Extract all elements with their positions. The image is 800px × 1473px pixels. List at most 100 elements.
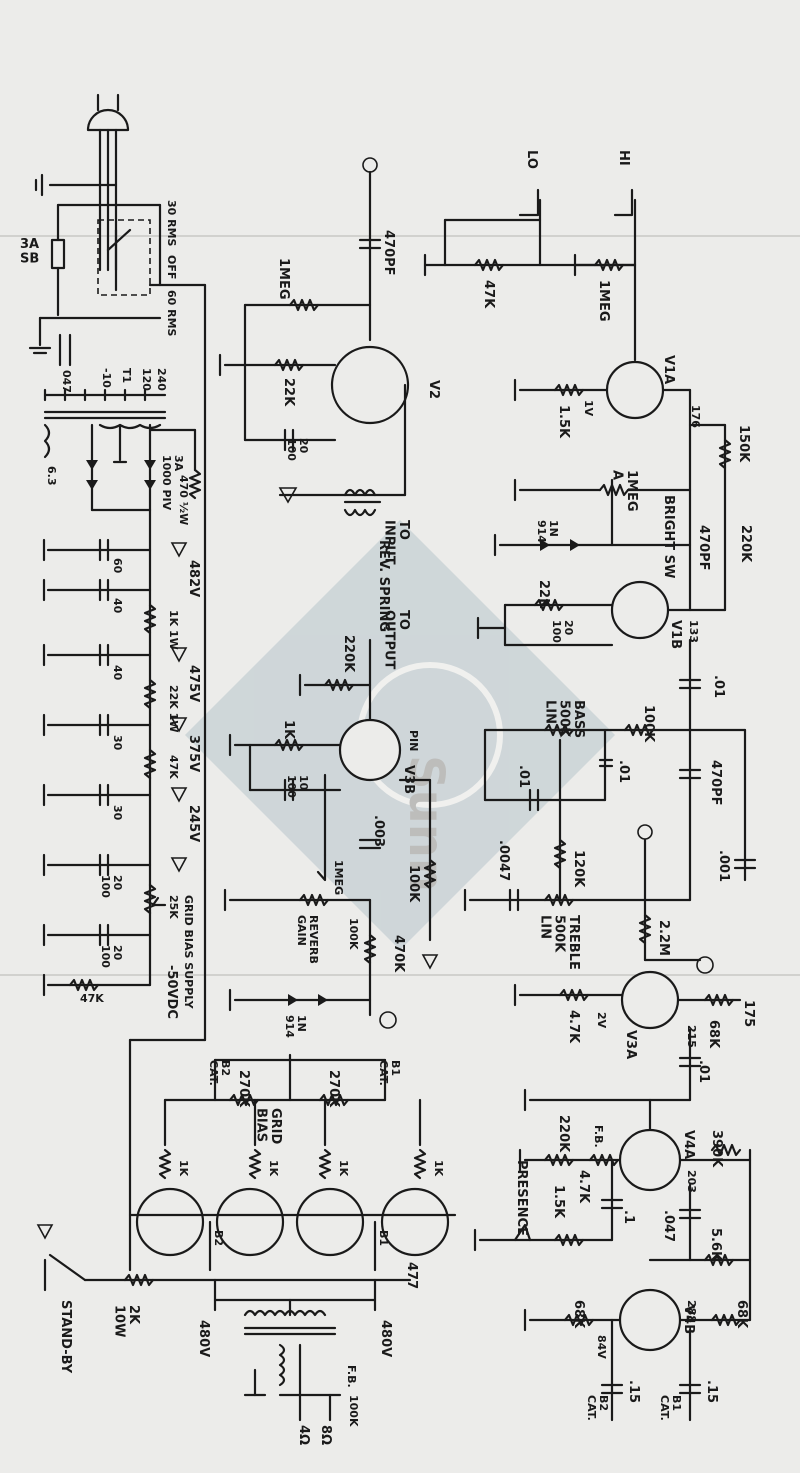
r47k-drop: 47K (167, 755, 180, 779)
input-lo-label: LO (524, 150, 539, 169)
bass-pot-label: BASS500KLIN (542, 700, 586, 738)
reverb-r1m-label: 1MEG (276, 258, 291, 300)
v3b-cap-label: 10100 (285, 775, 310, 798)
out-r1k-b: 1K (267, 1160, 280, 1177)
v4b-cat-b: B1CAT. (658, 1395, 683, 1421)
tube-v3a-label: V3A (623, 1030, 638, 1059)
plate-v1a-voltage: 176 (689, 405, 702, 428)
coupling-v1b-label: .01 (711, 675, 726, 698)
input-stage-v1a: LO HI 47K 1MEG V1A 1.5K 1V 176 150K (423, 150, 751, 612)
cap-40b: 40 (111, 665, 124, 681)
reverb-gain-label: REVERBGAIN (295, 915, 320, 964)
v4b-cat-a: B2CAT. (585, 1395, 610, 1421)
cap470-tone-label: 470PF (708, 760, 723, 806)
cap-v1b-label: 20100 (550, 620, 575, 643)
v4-r220k-label: 220K (556, 1115, 571, 1153)
cap01-tone-label: .01 (516, 765, 531, 788)
cap-30b: 30 (111, 805, 124, 821)
out-4ohm: 4Ω (296, 1425, 311, 1445)
v4-cap-label: .1 (621, 1210, 636, 1224)
treble-pot-label: TREBLE500KLIN (537, 915, 581, 970)
bright-diodes-label: 1N914 (535, 520, 560, 543)
r120k-tone-label: 120K (571, 850, 586, 888)
heater-label: 6.3 (45, 466, 58, 486)
bias-cap2-label: 20100 (99, 945, 124, 968)
tap-1: 047 (60, 370, 73, 393)
r1meg-input-label: 1MEG (596, 280, 611, 322)
out-r1k-a: 1K (177, 1160, 190, 1177)
bias-supply-label: GRID BIAS SUPPLY (182, 895, 195, 1010)
plate-r-v1a-label: 150K (736, 425, 751, 463)
v4b-plate-voltage: 288 (685, 1300, 698, 1323)
v3a-cap-label: .01 (696, 1060, 711, 1083)
plate-v1b-voltage: 133 (687, 620, 700, 643)
v4b-voltage-84: 84V (595, 1335, 608, 1359)
reverb-r220k-label: 220K (341, 635, 356, 673)
node-b1-voltage: 482V (186, 560, 201, 597)
r22k-v1b-label: 22K (536, 580, 551, 609)
v4b-c15b-label: .15 (704, 1380, 719, 1403)
v4b-c15-label: .15 (626, 1380, 641, 1403)
out-8ohm: 8Ω (318, 1425, 333, 1445)
watermark-logo: Sunn (185, 520, 615, 950)
out-v477: 477 (404, 1262, 419, 1289)
out-b2-node: B2 (212, 1230, 225, 1246)
reverb-cap2-label: 20100 (285, 438, 310, 461)
cap01-tone2-label: .01 (616, 760, 631, 783)
v4-r15k-label: 1.5K (551, 1185, 566, 1219)
tap-5: 240 (155, 368, 168, 391)
v4b-r68k-label: 68K (571, 1300, 586, 1329)
cap0047-label: .0047 (496, 840, 511, 881)
tube-v4b (618, 1288, 682, 1352)
tube-v1b (610, 580, 670, 640)
rectifier-label: 3A1000 PIV (160, 455, 185, 511)
v3a-supply-label: 175 (741, 1000, 756, 1027)
v3a-plate-voltage: 215 (685, 1025, 698, 1048)
phase-inverter-v4: V4A 220K F.B. 4.7K .1 1.5K PRESENCE 390K… (473, 1088, 752, 1422)
out-b2-cat: B2CAT. (207, 1060, 232, 1086)
reverb-r470k-label: 470K (391, 935, 406, 973)
out-r100k-label: 100K (347, 1395, 360, 1427)
r15k-v1a-label: 1.5K (556, 405, 571, 439)
bias-r-label: 47K (80, 992, 104, 1005)
tube-v1a (605, 360, 665, 420)
r22k-drop: 22K 1W (167, 685, 180, 732)
standby-label: STAND-BY (58, 1300, 73, 1374)
tube-v1a-label: V1A (661, 355, 676, 384)
out-fb-label: F.B. (345, 1365, 358, 1388)
node-b4-voltage: 245V (186, 805, 201, 842)
stage-v3a: V3A 4.7K 2V 68K 215 175 .01 (513, 956, 756, 1102)
reverb-diodes-label: 1N914 (283, 1015, 308, 1038)
reverb-r22k-label: 22K (281, 378, 296, 407)
bias-pot-label: 25K (167, 895, 180, 919)
b-plus-rail: 60 40 40 30 30 1K 1W 22K 1W 47K 482V 475… (42, 508, 201, 1019)
v4-fb-label: F.B. (592, 1125, 605, 1148)
v3b-r100k-label: 100K (406, 865, 421, 903)
v4b-r68k2-label: 68K (734, 1300, 749, 1329)
reverb-to-output-label: TOOUTPUT (382, 610, 411, 670)
tap-2: -10 (100, 368, 113, 388)
tube-v2 (330, 345, 410, 425)
out-v480b: 480V (378, 1320, 393, 1357)
presence-label: PRESENCE (514, 1160, 529, 1236)
tube-v1b-label: V1B (668, 620, 683, 649)
v4-r56k-label: 5.6K (708, 1228, 723, 1262)
r1k-drop: 1K 1W (167, 610, 180, 650)
v3a-cath-voltage: 2V (595, 1012, 608, 1029)
out-r270k2-label: 270K (326, 1070, 341, 1108)
bright-cap-label: 470PF (696, 525, 711, 571)
bright-pot-label: 1MEGA (610, 470, 639, 512)
r100k-tone-label: 100K (641, 705, 656, 743)
out-r270k-label: 270K (236, 1070, 251, 1108)
tap-3: T1 (120, 368, 133, 383)
tube-v3b (338, 718, 402, 782)
bias-cap-label: 20100 (99, 875, 124, 898)
cap001-label: .001 (716, 850, 731, 882)
v4a-plate-voltage: 203 (685, 1170, 698, 1193)
node-b2-voltage: 475V (186, 665, 201, 702)
r22m-label: 2.2M (656, 920, 671, 956)
rectifier-bridge: 3A1000 PIV 470 ½W (86, 423, 202, 525)
tube-v4a-label: V4A (681, 1130, 696, 1159)
